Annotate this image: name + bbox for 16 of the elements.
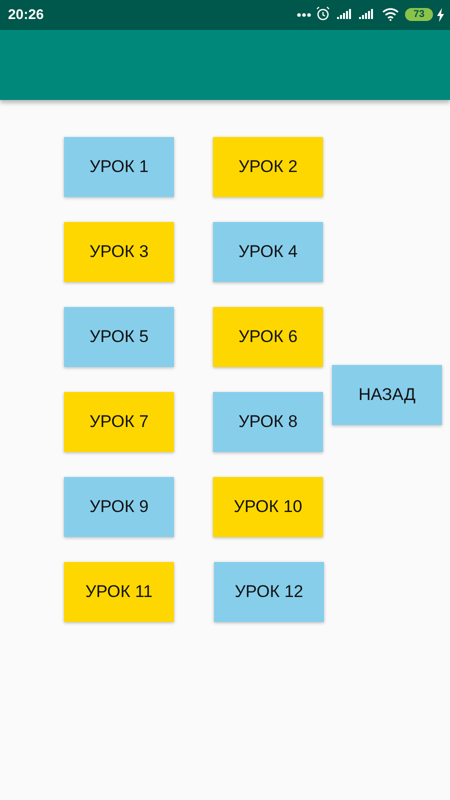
lesson-button: УРОК 6 — [213, 307, 323, 367]
lesson-button: НАЗАД — [332, 365, 442, 425]
lesson-button: УРОК 7 — [64, 392, 174, 452]
lesson-button: УРОК 3 — [64, 222, 174, 282]
lesson-button: УРОК 11 — [64, 562, 174, 622]
battery-icon: 73 — [405, 8, 433, 21]
lesson-button: УРОК 1 — [64, 137, 174, 197]
lesson-button: УРОК 9 — [64, 477, 174, 537]
lesson-button: УРОК 10 — [213, 477, 323, 537]
lesson-button: УРОК 8 — [213, 392, 323, 452]
lesson-button: УРОК 4 — [213, 222, 323, 282]
lesson-button: УРОК 5 — [64, 307, 174, 367]
lesson-button: УРОК 12 — [214, 562, 324, 622]
lesson-button: УРОК 2 — [213, 137, 323, 197]
status-time: 20:26 — [8, 6, 44, 22]
app-bar — [0, 30, 450, 100]
